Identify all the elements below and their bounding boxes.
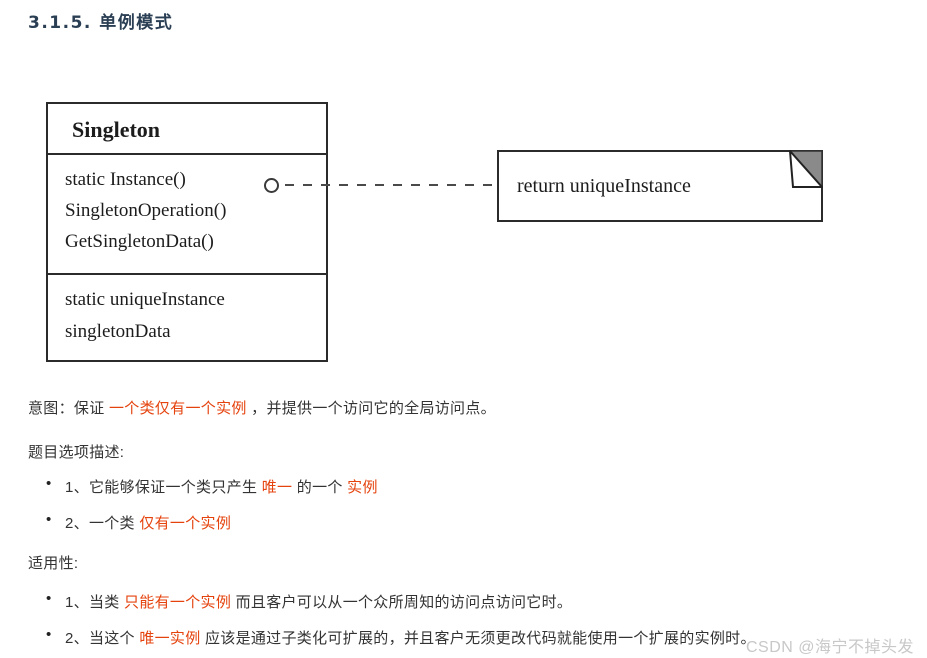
applicability-item: 1、当类 只能有一个实例 而且客户可以从一个众所周知的访问点访问它时。 — [46, 590, 573, 612]
diagram-text-line: SingletonOperation() — [65, 200, 227, 221]
highlighted-text: 仅有一个实例 — [139, 515, 232, 532]
diagram-text-line: GetSingletonData() — [65, 231, 214, 252]
dashed-connector-line — [285, 184, 497, 186]
intent-paragraph: 意图：保证 一个类仅有一个实例 ，并提供一个访问它的全局访问点。 — [28, 397, 496, 418]
uml-note-text: return uniqueInstance — [517, 175, 691, 197]
option-item: 1、它能够保证一个类只产生 唯一 的一个 实例 — [46, 475, 378, 497]
text-segment: 的一个 — [292, 479, 348, 496]
text-segment: 应该是通过子类化可扩展的，并且客户无须更改代码就能使用一个扩展的实例时。 — [200, 630, 756, 647]
applicability-label: 适用性: — [28, 555, 79, 572]
highlighted-text: 唯一 — [261, 479, 293, 496]
highlighted-text: 实例 — [347, 479, 378, 496]
section-heading: 3.1.5. 单例模式 — [28, 13, 174, 33]
text-segment: ，并提供一个访问它的全局访问点。 — [246, 400, 496, 417]
csdn-watermark: CSDN @海宁不掉头发 — [746, 639, 915, 656]
highlighted-text: 只能有一个实例 — [124, 594, 232, 611]
text-segment: 1、当类 — [65, 594, 125, 611]
text-segment: 2、当这个 — [65, 630, 140, 647]
note-folded-corner-icon — [788, 150, 823, 189]
uml-class-attributes: static uniqueInstance singletonData — [48, 275, 326, 348]
diagram-text-line: static uniqueInstance — [65, 289, 225, 310]
uml-class-name: Singleton — [48, 104, 326, 155]
text-segment: 意图：保证 — [28, 400, 109, 417]
option-item: 2、一个类 仅有一个实例 — [46, 511, 232, 533]
applicability-item: 2、当这个 唯一实例 应该是通过子类化可扩展的，并且客户无须更改代码就能使用一个… — [46, 626, 756, 648]
highlighted-text: 一个类仅有一个实例 — [108, 400, 247, 417]
highlighted-text: 唯一实例 — [139, 630, 201, 647]
interface-circle-connector — [264, 178, 279, 193]
diagram-text-line: singletonData — [65, 321, 171, 342]
options-label: 题目选项描述: — [28, 444, 125, 461]
uml-note: return uniqueInstance — [497, 150, 823, 222]
uml-class-singleton: Singleton static Instance() SingletonOper… — [46, 102, 328, 362]
text-segment: 而且客户可以从一个众所周知的访问点访问它时。 — [231, 594, 573, 611]
text-segment: 1、它能够保证一个类只产生 — [65, 479, 262, 496]
uml-class-methods: static Instance() SingletonOperation() Get… — [48, 155, 326, 275]
text-segment: 2、一个类 — [65, 515, 140, 532]
diagram-text-line: static Instance() — [65, 169, 186, 190]
